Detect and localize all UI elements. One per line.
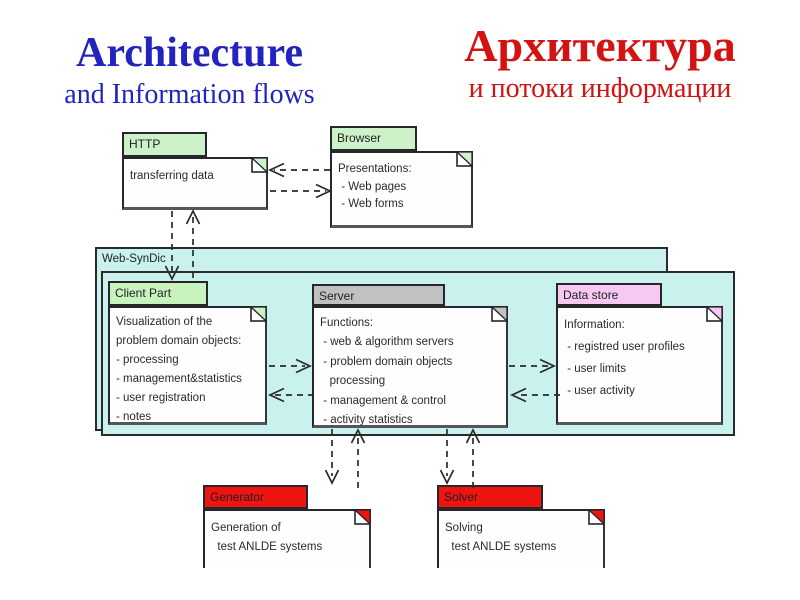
title-english-line2: and Information flows: [64, 79, 315, 110]
generator-box-tab: Generator: [203, 485, 308, 509]
arrow-http-to-browser: [270, 183, 333, 199]
data-store-box-body: Information: - registred user profiles -…: [556, 306, 723, 425]
browser-box-body: Presentations: - Web pages - Web forms: [330, 151, 473, 228]
http-box-tab: HTTP: [122, 132, 207, 157]
title-english: Architecture and Information flows: [32, 28, 347, 111]
client-text-line: - notes: [116, 410, 152, 423]
folded-corner-icon: [491, 306, 508, 322]
data-store-text-line: Information:: [564, 319, 625, 331]
arrow-server-to-solver: [439, 429, 455, 485]
server-text-line: - activity statistics: [320, 414, 413, 427]
browser-box-tab: Browser: [330, 126, 417, 151]
title-english-line1: Architecture: [75, 30, 304, 76]
data-store-text-line: - user limits: [564, 363, 626, 375]
client-text-line: - processing: [116, 353, 179, 366]
solver-text-line: Solving: [445, 522, 483, 534]
arrow-generator-to-server: [350, 428, 366, 488]
client-part-box-body: Visualization of the problem domain obje…: [108, 306, 267, 425]
folded-corner-icon: [456, 151, 473, 167]
server-text-line: processing: [320, 375, 386, 388]
http-text-line: transferring data: [130, 170, 214, 182]
folded-corner-icon: [588, 509, 605, 525]
title-russian-line1: Архитектура: [464, 20, 736, 71]
server-text-line: - web & algorithm servers: [320, 336, 454, 349]
client-text-line: Visualization of the: [116, 316, 213, 328]
solver-box-tab: Solver: [437, 485, 543, 509]
client-text-line: - user registration: [116, 391, 206, 404]
client-text-line: - management&statistics: [116, 372, 242, 385]
data-store-text-line: - registred user profiles: [564, 341, 685, 353]
folded-corner-icon: [706, 306, 723, 322]
generator-box-body: Generation of test ANLDE systems: [203, 509, 371, 568]
arrow-browser-to-http: [267, 162, 330, 178]
folded-corner-icon: [251, 157, 268, 173]
websyndic-package-label: Web-SynDic: [102, 253, 166, 265]
server-box-body: Functions: - web & algorithm servers - p…: [312, 306, 508, 428]
title-russian: Архитектура и потоки информации: [435, 20, 765, 105]
server-text-line: Functions:: [320, 317, 374, 329]
solver-text-line: test ANLDE systems: [445, 540, 557, 553]
http-box-body: transferring data: [122, 157, 268, 210]
solver-box-body: Solving test ANLDE systems: [437, 509, 605, 568]
generator-text-line: test ANLDE systems: [211, 540, 323, 553]
arrow-server-to-generator: [324, 429, 340, 485]
server-text-line: - problem domain objects: [320, 355, 453, 368]
data-store-text-line: - user activity: [564, 385, 635, 397]
server-text-line: - management & control: [320, 394, 446, 407]
data-store-box-tab: Data store: [556, 283, 662, 306]
title-russian-line2: и потоки информации: [468, 73, 732, 104]
arrow-solver-to-server: [465, 428, 481, 488]
browser-text-line: - Web pages: [338, 180, 407, 193]
client-text-line: problem domain objects:: [116, 334, 242, 347]
browser-text-line: - Web forms: [338, 198, 404, 210]
browser-text-line: Presentations:: [338, 163, 412, 175]
client-part-box-tab: Client Part: [108, 281, 208, 306]
folded-corner-icon: [250, 306, 267, 322]
folded-corner-icon: [354, 509, 371, 525]
generator-text-line: Generation of: [211, 522, 281, 534]
server-box-tab: Server: [312, 284, 445, 306]
